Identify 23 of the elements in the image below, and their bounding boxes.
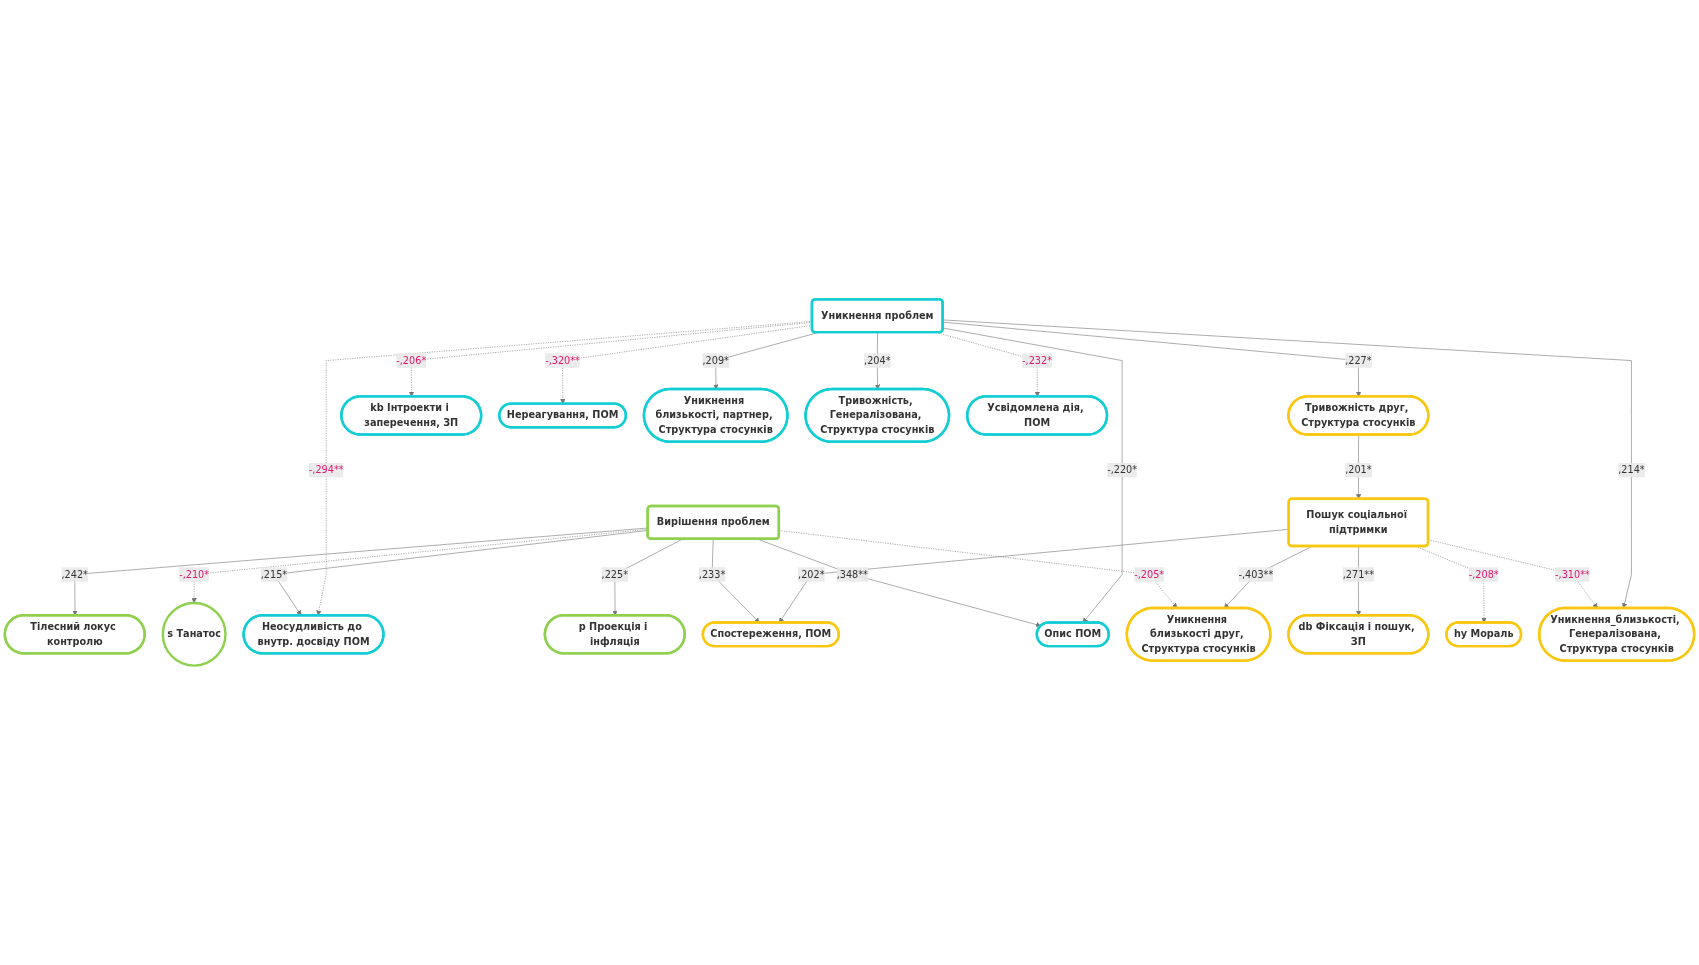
edge-label: -,210* — [179, 568, 210, 580]
edge-label: ,209* — [702, 354, 729, 367]
edge-label: ,202* — [798, 568, 825, 580]
edge-label: -,320** — [545, 354, 580, 367]
edge-label: ,225* — [601, 568, 629, 580]
edge-label: ,214* — [1618, 464, 1645, 476]
edge-label: -,403** — [1238, 568, 1274, 580]
edge-label: -,220* — [1107, 464, 1138, 476]
edge-label: -,206* — [396, 354, 427, 367]
edge-label: -,310** — [1555, 568, 1590, 580]
edge-label: -,294** — [308, 464, 344, 476]
edge-label: ,204* — [864, 354, 891, 367]
edge-label: ,348** — [836, 568, 868, 580]
edge-label: ,215* — [260, 568, 288, 580]
edge-label: ,233* — [698, 568, 726, 580]
edge-label: ,242* — [61, 568, 88, 580]
edge-label: -,208* — [1468, 568, 1499, 580]
edge-label: -,232* — [1022, 354, 1053, 367]
edge-label: ,201* — [1345, 464, 1372, 476]
edge-label: -,205* — [1134, 568, 1165, 580]
edge-label: ,271** — [1342, 568, 1374, 580]
edge-label: ,227* — [1345, 354, 1372, 367]
node-circle: s Танатос — [161, 601, 227, 667]
